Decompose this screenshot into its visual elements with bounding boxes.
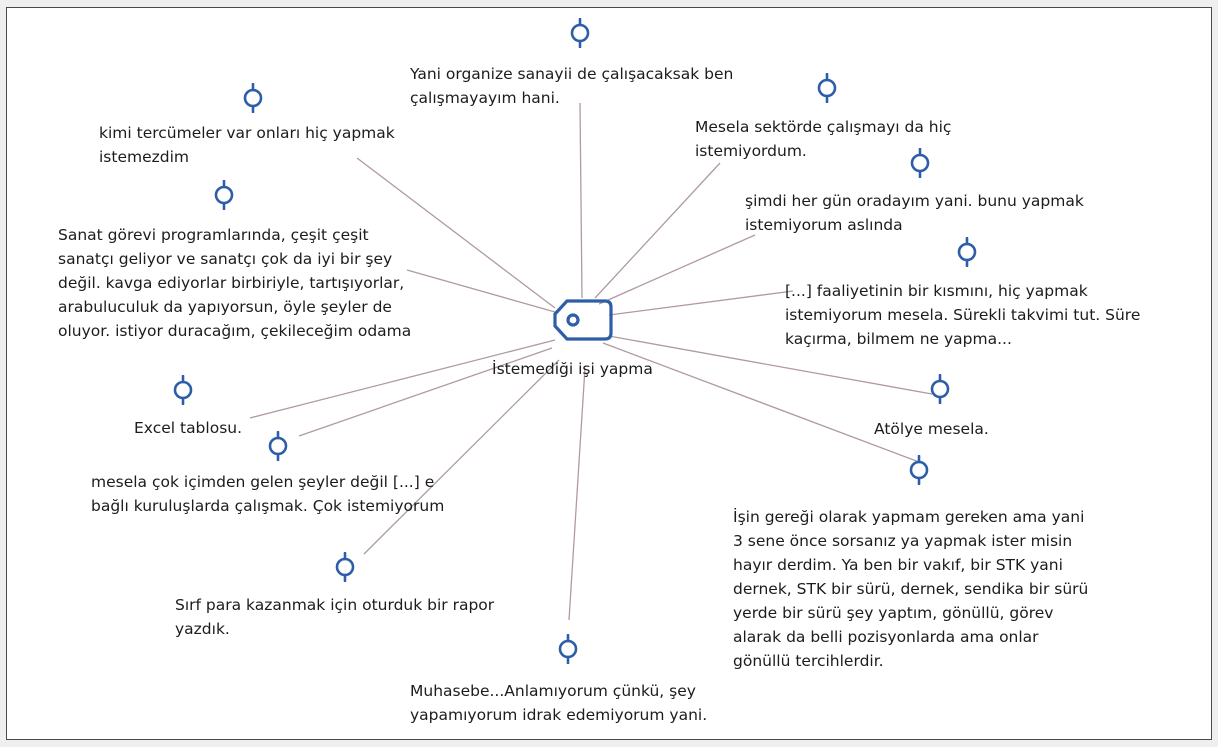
node-text-line: mesela çok içimden gelen şeyler değil [.… (91, 473, 435, 491)
link-line-muhasebe (568, 367, 586, 621)
node-text-line: yazdık. (175, 620, 230, 638)
node-text-line: hayır derdim. Ya ben bir vakıf, bir STK … (733, 556, 1063, 574)
node-text-line: Atölye mesela. (874, 420, 989, 438)
node-text-line: Sanat görevi programlarında, çeşit çeşit (58, 226, 369, 244)
pin-icon (268, 431, 288, 461)
node-text-line: oluyor. istiyor duracağım, çekileceğim o… (58, 322, 412, 340)
link-line-faaliyetinin (608, 290, 794, 316)
node-text-line: değil. kavga ediyorlar birbiriyle, tartı… (58, 274, 405, 292)
pin-icon (173, 375, 193, 405)
node-text-line: gönüllü tercihlerdir. (733, 652, 884, 670)
link-line-simdi-her-gun (598, 234, 756, 305)
node-text-line: bağlı kuruluşlarda çalışmak. Çok istemiy… (91, 497, 445, 515)
node-kimi-tercumeler: kimi tercümeler var onları hiç yapmak ist… (99, 121, 395, 169)
node-sirf-para: Sırf para kazanmak için oturduk bir rapo… (175, 593, 494, 641)
pin-icon (817, 73, 837, 103)
link-line-kimi-tercumeler (356, 157, 556, 309)
pin-icon (930, 374, 950, 404)
pin-icon (243, 83, 263, 113)
node-sanat-gorevi: Sanat görevi programlarında, çeşit çeşit… (58, 223, 411, 343)
node-text-line: İşin gereği olarak yapmam gereken ama ya… (733, 508, 1085, 526)
node-text-line: Yani organize sanayii de çalışacaksak be… (410, 65, 734, 83)
node-text-line: şimdi her gün oradayım yani. bunu yapmak (745, 192, 1084, 210)
node-simdi-her-gun: şimdi her gün oradayım yani. bunu yapmak… (745, 189, 1084, 237)
link-line-atolye (608, 335, 933, 395)
node-muhasebe: Muhasebe...Anlamıyorum çünkü, şey yapamıy… (410, 679, 707, 727)
link-line-mesela-cok (298, 347, 553, 437)
node-text-line: 3 sene önce sorsanız ya yapmak ister mis… (733, 532, 1073, 550)
pin-icon (570, 18, 590, 48)
link-line-excel (249, 339, 556, 419)
node-excel: Excel tablosu. (134, 416, 242, 440)
node-text-line: istemezdim (99, 148, 190, 166)
node-text-line: yerde bir sürü şey yaptım, gönüllü, göre… (733, 604, 1054, 622)
link-line-yani-organize (579, 102, 583, 299)
node-text-line: Sırf para kazanmak için oturduk bir rapo… (175, 596, 495, 614)
diagram-canvas: İstemediği işi yapma Yani organize sanay… (6, 7, 1212, 740)
node-text-line: dernek, STK bir sürü, dernek, sendika bi… (733, 580, 1089, 598)
link-line-isin-geregi (602, 342, 920, 463)
tag-icon (553, 299, 613, 341)
node-text-line: alarak da belli pozisyonlarda ama onlar (733, 628, 1039, 646)
node-text-line: kaçırma, bilmem ne yapma... (785, 330, 1012, 348)
pin-icon (214, 180, 234, 210)
pin-icon (910, 148, 930, 178)
pin-icon (335, 552, 355, 582)
node-text-line: istemiyorum mesela. Sürekli takvimi tut.… (785, 306, 1141, 324)
link-line-sanat-gorevi (406, 269, 556, 313)
node-text-line: arabuluculuk da yapıyorsun, öyle şeyler … (58, 298, 392, 316)
node-mesela-sektorde: Mesela sektörde çalışmayı da hiç istemiyo… (695, 115, 951, 163)
node-isin-geregi: İşin gereği olarak yapmam gereken ama ya… (733, 505, 1088, 673)
pin-icon (558, 634, 578, 664)
node-text-line: Muhasebe...Anlamıyorum çünkü, şey (410, 682, 696, 700)
node-text-line: Mesela sektörde çalışmayı da hiç (695, 118, 952, 136)
node-faaliyetinin: [...] faaliyetinin bir kısmını, hiç yapm… (785, 279, 1140, 351)
node-text-line: çalışmayayım hani. (410, 89, 560, 107)
node-text-line: [...] faaliyetinin bir kısmını, hiç yapm… (785, 282, 1088, 300)
node-text-line: kimi tercümeler var onları hiç yapmak (99, 124, 395, 142)
node-text-line: yapamıyorum idrak edemiyorum yani. (410, 706, 708, 724)
center-label: İstemediği işi yapma (492, 360, 653, 378)
node-text-line: Excel tablosu. (134, 419, 243, 437)
node-mesela-cok: mesela çok içimden gelen şeyler değil [.… (91, 470, 444, 518)
link-layer (249, 102, 933, 621)
link-line-sirf-para (363, 359, 560, 555)
link-line-mesela-sektorde (594, 162, 721, 299)
node-yani-organize: Yani organize sanayii de çalışacaksak be… (410, 62, 733, 110)
pin-icon (909, 455, 929, 485)
node-text-line: istemiyordum. (695, 142, 807, 160)
node-atolye: Atölye mesela. (874, 417, 989, 441)
node-text-line: sanatçı geliyor ve sanatçı çok da iyi bi… (58, 250, 393, 268)
pin-icon (957, 237, 977, 267)
node-text-line: istemiyorum aslında (745, 216, 903, 234)
